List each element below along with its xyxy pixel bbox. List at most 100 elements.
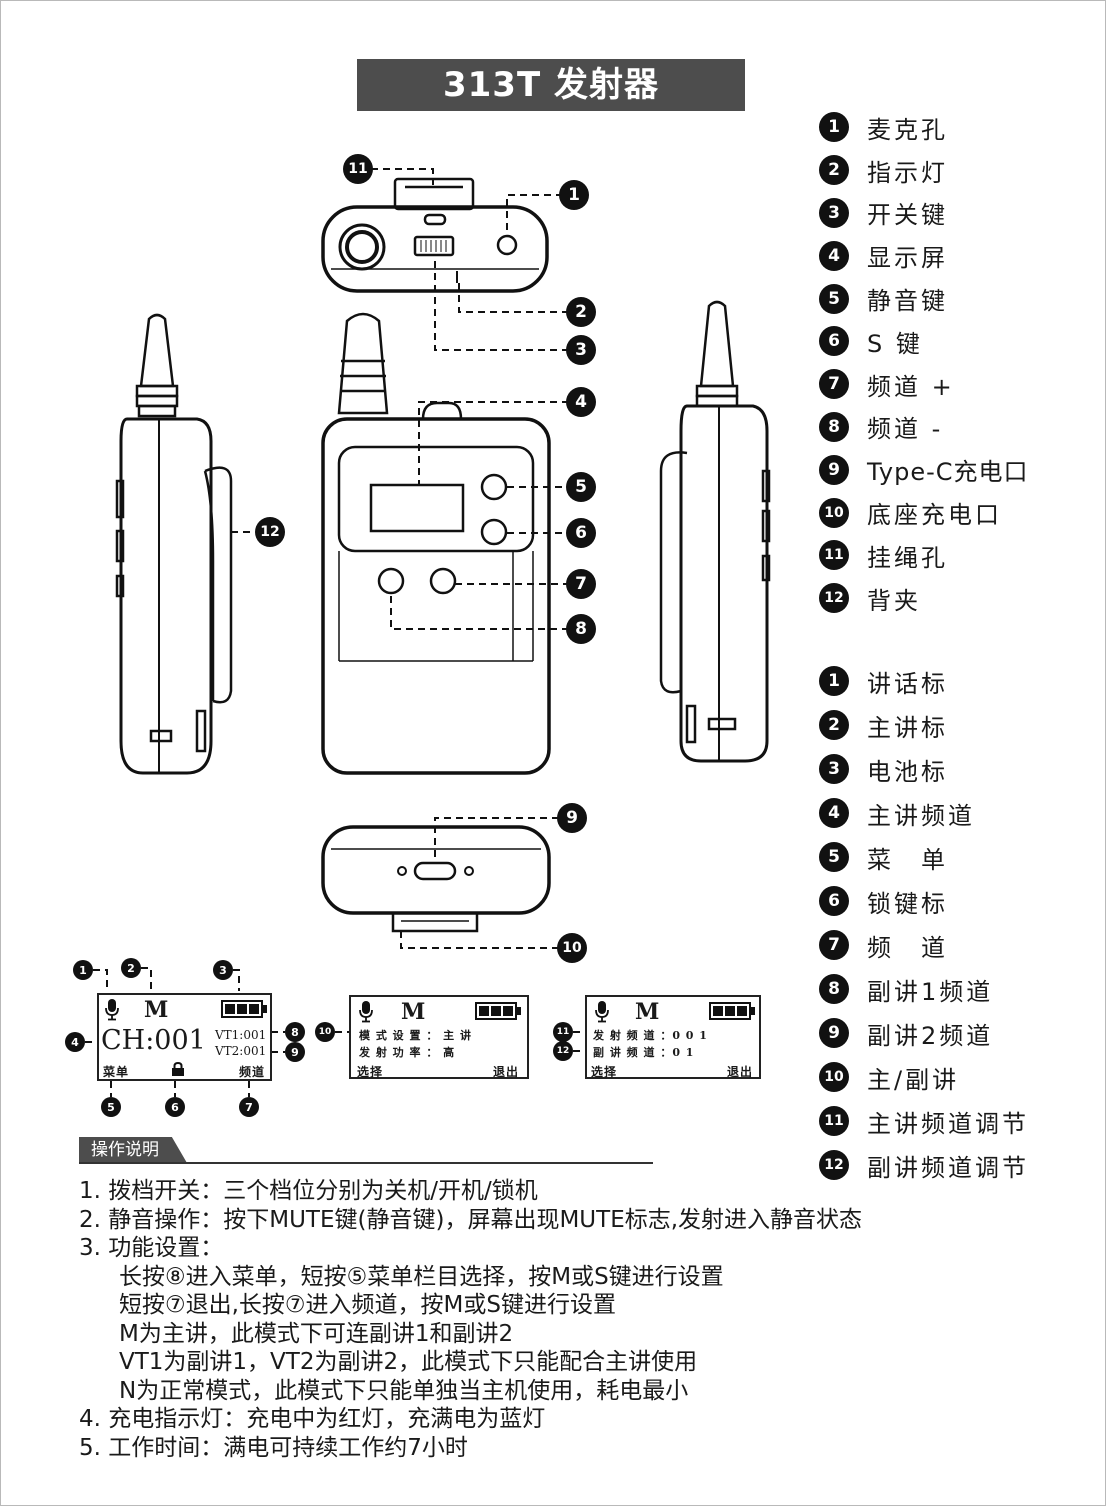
sub-channel-line: 副 讲 频 道 ：0 1	[593, 1046, 695, 1059]
legend-number: 9	[819, 454, 849, 485]
battery-icon	[221, 1000, 267, 1018]
legend-label: 频 道	[867, 933, 948, 962]
legend-number: 11	[819, 1106, 849, 1136]
legend-number: 9	[819, 1018, 849, 1048]
legend-number: 3	[819, 754, 849, 784]
legend-item: 1 讲话标	[819, 659, 1029, 703]
display-screen-main: M CH:001 VT1:001 VT2:001 菜单 频道	[97, 993, 272, 1081]
legend-item: 3 电池标	[819, 747, 1029, 791]
legend-number: 4	[819, 798, 849, 828]
legend-number: 10	[819, 497, 849, 528]
legend-item: 11 主讲频道调节	[819, 1099, 1029, 1143]
legend-number: 12	[819, 1150, 849, 1180]
vt2-channel: VT2:001	[215, 1044, 267, 1058]
instruction-line: 短按⑦退出,长按⑦进入频道，按M或S键进行设置	[119, 1292, 616, 1318]
legend-label: 锁键标	[867, 889, 948, 918]
legend-item: 5 静音键	[819, 277, 1029, 320]
mode-indicator: M	[635, 999, 660, 1025]
legend-label: 麦克孔	[867, 115, 948, 144]
microphone-icon	[105, 999, 119, 1021]
instruction-line: 2. 静音操作：按下MUTE键(静音键)，屏幕出现MUTE标志,发射进入静音状态	[79, 1206, 863, 1233]
display-callout-1: 1	[73, 960, 93, 980]
callout-1: 1	[559, 180, 589, 210]
display-callout-6: 6	[165, 1097, 185, 1117]
display-callout-2: 2	[121, 958, 141, 978]
channel-label: 频道	[239, 1065, 266, 1079]
legend-number: 7	[819, 369, 849, 400]
legend-label: 频道 +	[867, 372, 955, 401]
legend-item: 9 Type-C充电口	[819, 448, 1029, 491]
display-screen-channel-settings: M 发 射 频 道 ：0 0 1 副 讲 频 道 ：0 1 选择 退出	[585, 995, 761, 1079]
left-side-drawing	[115, 313, 233, 775]
battery-icon	[709, 1002, 755, 1020]
select-label: 选择	[357, 1065, 384, 1079]
instruction-line: 1. 拨档开关：三个档位分别为关机/开机/锁机	[79, 1178, 538, 1204]
legend-item: 6 锁键标	[819, 879, 1029, 923]
callout-9: 9	[557, 803, 587, 833]
instruction-line: N为正常模式，此模式下只能单独当主机使用，耗电最小	[119, 1377, 689, 1404]
callout-8: 8	[566, 614, 596, 644]
legend-label: 指示灯	[867, 158, 948, 187]
legend-number: 5	[819, 283, 849, 314]
tx-channel-line: 发 射 频 道 ：0 0 1	[593, 1029, 708, 1042]
legend-number: 1	[819, 666, 849, 696]
microphone-icon	[595, 1001, 609, 1023]
legend-label: 频道 -	[867, 415, 944, 444]
display-screen-mode-settings: M 模 式 设 置 ： 主 讲 发 射 功 率 ： 高 选择 退出	[349, 995, 529, 1079]
legend-item: 2 指示灯	[819, 149, 1029, 192]
display-callout-3: 3	[213, 960, 233, 980]
display-callout-9: 9	[285, 1042, 305, 1062]
legend-label: 主讲频道	[867, 801, 975, 830]
select-label: 选择	[591, 1065, 618, 1079]
legend-number: 2	[819, 710, 849, 740]
operations-heading: 操作说明	[79, 1137, 187, 1163]
legend-label: 讲话标	[867, 669, 948, 698]
instruction-line: 长按⑧进入菜单，短按⑤菜单栏目选择，按M或S键进行设置	[119, 1263, 724, 1290]
legend-label: S 键	[867, 329, 923, 358]
legend-number: 2	[819, 155, 849, 186]
legend-item: 4 主讲频道	[819, 791, 1029, 835]
display-callout-5: 5	[101, 1097, 121, 1117]
legend-label: 主讲标	[867, 713, 948, 742]
legend-number: 6	[819, 886, 849, 916]
callout-11: 11	[343, 154, 373, 184]
legend-label: Type-C充电口	[867, 458, 1029, 487]
callout-6: 6	[566, 518, 596, 548]
legend-label: 菜 单	[867, 845, 948, 874]
exit-label: 退出	[727, 1065, 754, 1079]
instruction-line: VT1为副讲1，VT2为副讲2，此模式下只能配合主讲使用	[119, 1349, 698, 1375]
instruction-line: 5. 工作时间：满电可持续工作约7小时	[79, 1434, 468, 1461]
display-callout-8: 8	[285, 1022, 305, 1042]
legend-label: 电池标	[867, 757, 948, 786]
operations-list: 1. 拨档开关：三个档位分别为关机/开机/锁机 2. 静音操作：按下MUTE键(…	[79, 1177, 862, 1462]
battery-icon	[475, 1002, 521, 1020]
legend-number: 3	[819, 197, 849, 228]
callout-12: 12	[255, 517, 285, 547]
legend-item: 7 频道 +	[819, 363, 1029, 406]
legend-number: 10	[819, 1062, 849, 1092]
legend-number: 8	[819, 974, 849, 1004]
legend-label: 显示屏	[867, 244, 948, 273]
legend-label: 静音键	[867, 287, 948, 316]
display-callout-11: 11	[553, 1022, 573, 1042]
legend-number: 5	[819, 842, 849, 872]
mode-indicator: M	[144, 997, 169, 1023]
vt1-channel: VT1:001	[215, 1028, 267, 1042]
legend-number: 12	[819, 583, 849, 614]
legend-label: 主讲频道调节	[867, 1109, 1029, 1138]
lock-icon	[172, 1062, 184, 1076]
legend-item: 5 菜 单	[819, 835, 1029, 879]
